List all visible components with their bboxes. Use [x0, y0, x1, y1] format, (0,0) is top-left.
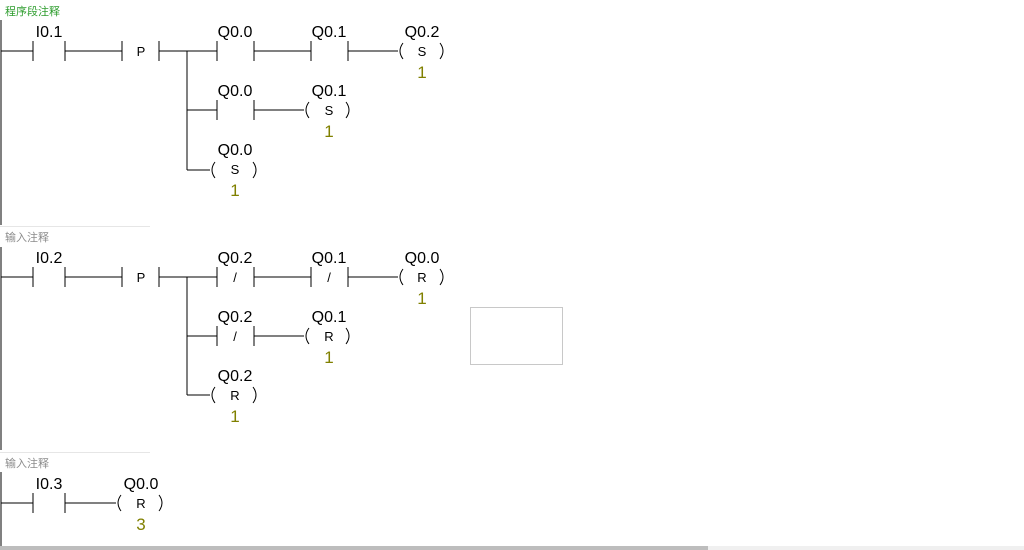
coil-set-q0-1[interactable]: S Q0.1 1: [305, 83, 350, 141]
contact-address: Q0.1: [312, 24, 347, 41]
coil-address: Q0.0: [405, 250, 440, 267]
coil-set-q0-0[interactable]: S Q0.0 1: [211, 142, 257, 200]
coil-value: 1: [417, 289, 426, 308]
contact-address: Q0.2: [218, 250, 253, 267]
contact-nc-q0-1[interactable]: / Q0.1: [310, 250, 349, 287]
contact-i0-1[interactable]: I0.1: [1, 24, 66, 61]
negation-mark: /: [233, 329, 237, 344]
coil-value: 1: [417, 63, 426, 82]
coil-op: R: [136, 496, 145, 511]
contact-address: Q0.0: [218, 24, 253, 41]
edge-label: P: [137, 44, 146, 59]
coil-address: Q0.2: [405, 24, 440, 41]
contact-i0-2[interactable]: I0.2: [1, 250, 66, 287]
contact-q0-1[interactable]: Q0.1: [310, 24, 349, 61]
contact-nc-q0-2[interactable]: / Q0.2: [216, 309, 255, 346]
network-comment[interactable]: 输入注释: [5, 456, 49, 470]
empty-box: [470, 307, 563, 365]
contact-address: I0.2: [36, 250, 63, 267]
coil-value: 1: [230, 181, 239, 200]
coil-address: Q0.0: [218, 142, 253, 159]
contact-address: Q0.1: [312, 250, 347, 267]
network-comment[interactable]: 程序段注释: [5, 4, 60, 18]
contact-nc-q0-2[interactable]: / Q0.2: [216, 250, 255, 287]
coil-reset-q0-1[interactable]: R Q0.1 1: [305, 309, 350, 367]
coil-reset-q0-2[interactable]: R Q0.2 1: [211, 368, 257, 426]
coil-op: R: [324, 329, 333, 344]
network-3[interactable]: 输入注释 I0.3 R Q0.0 3: [0, 456, 163, 546]
coil-op: S: [418, 44, 427, 59]
coil-op: S: [231, 162, 240, 177]
contact-q0-0[interactable]: Q0.0: [216, 24, 255, 61]
contact-q0-0[interactable]: Q0.0: [216, 83, 255, 120]
negation-mark: /: [327, 270, 331, 285]
coil-op: S: [325, 103, 334, 118]
horizontal-scrollbar-thumb[interactable]: [0, 546, 708, 550]
positive-edge-box[interactable]: P: [121, 41, 160, 61]
edge-label: P: [137, 270, 146, 285]
network-2[interactable]: 输入注释 I0.2 P / Q0.2 / Q0.1: [0, 230, 444, 450]
contact-address: I0.3: [36, 476, 63, 493]
coil-address: Q0.0: [124, 476, 159, 493]
coil-address: Q0.1: [312, 83, 347, 100]
coil-op: R: [417, 270, 426, 285]
positive-edge-box[interactable]: P: [121, 267, 160, 287]
contact-address: Q0.0: [218, 83, 253, 100]
coil-reset-q0-0[interactable]: R Q0.0 3: [117, 476, 163, 534]
coil-set-q0-2[interactable]: S Q0.2 1: [399, 24, 444, 82]
network-1[interactable]: 程序段注释 I0.1 P Q0.0 Q0.1: [0, 4, 444, 225]
coil-address: Q0.2: [218, 368, 253, 385]
coil-reset-q0-0[interactable]: R Q0.0 1: [399, 250, 444, 308]
coil-value: 3: [136, 515, 145, 534]
coil-value: 1: [324, 122, 333, 141]
contact-address: I0.1: [36, 24, 63, 41]
coil-op: R: [230, 388, 239, 403]
coil-address: Q0.1: [312, 309, 347, 326]
network-comment[interactable]: 输入注释: [5, 230, 49, 244]
coil-value: 1: [324, 348, 333, 367]
contact-i0-3[interactable]: I0.3: [1, 476, 66, 513]
coil-value: 1: [230, 407, 239, 426]
contact-address: Q0.2: [218, 309, 253, 326]
negation-mark: /: [233, 270, 237, 285]
